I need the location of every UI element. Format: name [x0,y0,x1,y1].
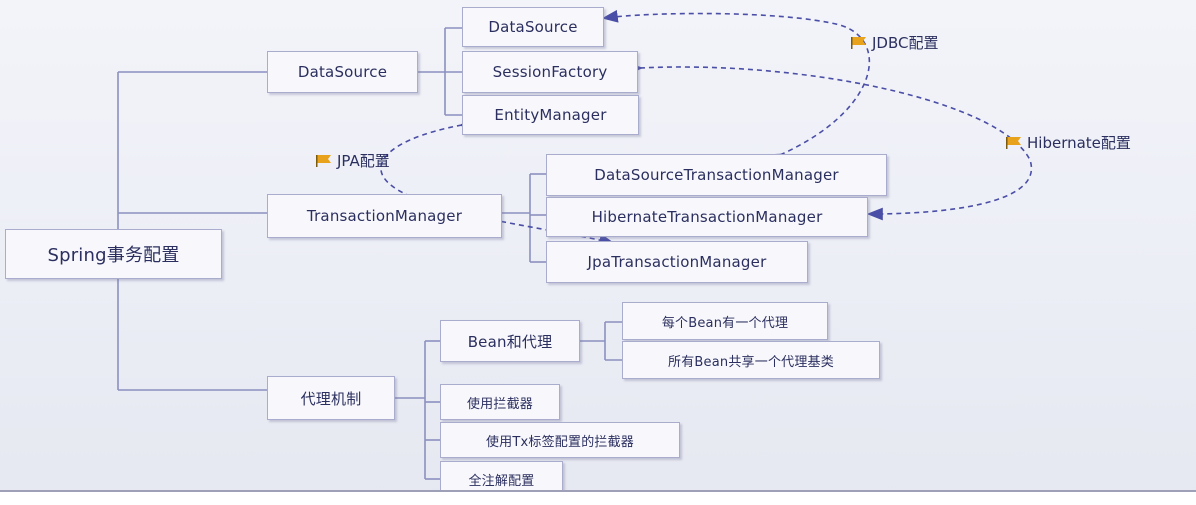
root-node[interactable]: Spring事务配置 [5,229,222,279]
datasource-leaf-node[interactable]: DataSource [462,7,604,47]
bean-proxy-label: Bean和代理 [467,332,553,351]
flag-icon [851,36,866,49]
flag-icon [1006,136,1021,149]
jpa-transaction-manager-node[interactable]: JpaTransactionManager [546,241,808,283]
per-bean-proxy-node[interactable]: 每个Bean有一个代理 [622,302,828,340]
datasource-transaction-manager-node[interactable]: DataSourceTransactionManager [546,154,887,196]
annotation-config-label: 全注解配置 [468,473,535,489]
jdbc-note: JDBC配置 [850,32,938,53]
interceptor-label: 使用拦截器 [466,396,533,412]
jpa-note: JPA配置 [315,150,390,171]
proxy-branch-label: 代理机制 [300,389,362,408]
hibernate-note: Hibernate配置 [1005,132,1131,153]
shared-proxy-base-node[interactable]: 所有Bean共享一个代理基类 [622,341,880,379]
interceptor-node[interactable]: 使用拦截器 [440,384,560,420]
jpa-transaction-manager-label: JpaTransactionManager [587,253,767,271]
canvas-border [0,490,1196,492]
entitymanager-node[interactable]: EntityManager [462,95,639,135]
tx-interceptor-label: 使用Tx标签配置的拦截器 [485,434,635,450]
sessionfactory-label: SessionFactory [492,63,608,81]
jpa-note-label: JPA配置 [337,152,390,170]
hibernate-note-label: Hibernate配置 [1027,134,1131,152]
datasource-branch-label: DataSource [297,63,388,81]
tx-interceptor-node[interactable]: 使用Tx标签配置的拦截器 [440,422,680,458]
jdbc-note-label: JDBC配置 [872,34,939,52]
transactionmanager-branch-node[interactable]: TransactionManager [267,194,502,238]
canvas-footer [0,492,1196,505]
flag-icon [316,154,331,167]
bean-proxy-node[interactable]: Bean和代理 [440,320,580,362]
hibernate-transaction-manager-label: HibernateTransactionManager [591,208,823,226]
hibernate-transaction-manager-node[interactable]: HibernateTransactionManager [546,197,868,237]
shared-proxy-base-label: 所有Bean共享一个代理基类 [668,354,834,370]
transactionmanager-branch-label: TransactionManager [306,207,463,225]
datasource-leaf-label: DataSource [488,18,578,36]
datasource-branch-node[interactable]: DataSource [267,51,418,93]
root-label: Spring事务配置 [47,245,180,266]
sessionfactory-node[interactable]: SessionFactory [462,51,638,93]
proxy-branch-node[interactable]: 代理机制 [267,376,395,420]
entitymanager-label: EntityManager [494,106,607,124]
per-bean-proxy-label: 每个Bean有一个代理 [661,315,789,331]
datasource-transaction-manager-label: DataSourceTransactionManager [594,166,839,184]
